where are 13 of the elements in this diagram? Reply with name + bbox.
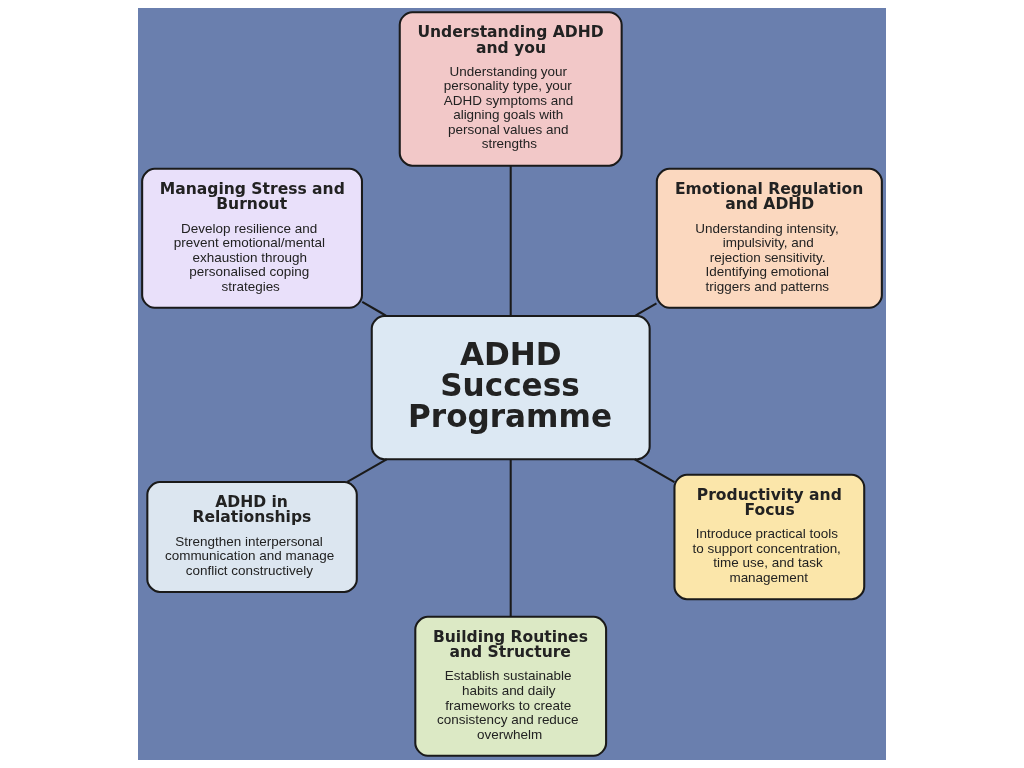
node-box: Managing Stress and Burnout Develop resilience and prevent emotional/mental exhaustion through personalised coping strategies	[141, 167, 363, 309]
connector	[361, 301, 388, 317]
connector	[634, 458, 675, 484]
node-box: Emotional Regulation and ADHD Understanding intensity, impulsivity, and rejection sensitivity. Identifying emotional triggers and patterns	[655, 167, 883, 309]
connector	[509, 459, 512, 617]
node-box: ADHD Success Programme	[370, 315, 651, 461]
node-box: Building Routines and Structure Establish sustainable habits and daily frameworks to create consistency and reduce overwhelm	[414, 615, 608, 757]
node-box: Understanding ADHD and you Understanding your personality type, your ADHD symptoms and aligning goals with personal values and strengths	[398, 11, 623, 167]
node-box: ADHD in Relationships Strengthen interpersonal communication and manage conflict constructively	[146, 480, 358, 593]
connector	[346, 458, 388, 483]
node-box: Productivity and Focus Introduce practical tools to support concentration, time use, and task management	[673, 473, 866, 601]
connector	[509, 165, 512, 316]
connector	[634, 302, 657, 317]
